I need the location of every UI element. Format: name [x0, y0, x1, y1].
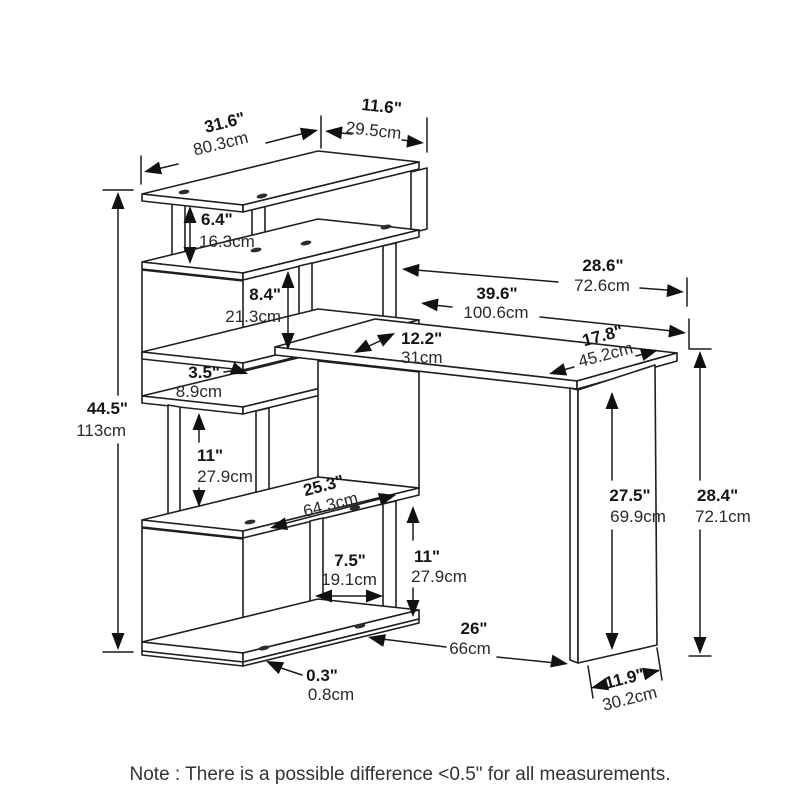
- dim-desk-surface-height: 28.4" 72.1cm: [688, 348, 751, 657]
- dim-swivel-gap: 3.5" 8.9cm: [176, 362, 248, 401]
- dim-knee-space-in: 26": [461, 619, 488, 638]
- dim-top-shelf-depth-in: 11.6": [361, 95, 403, 118]
- dim-top-shelf-depth: 11.6" 29.5cm: [325, 95, 428, 153]
- dim-desk-extension-cm: 72.6cm: [574, 276, 630, 295]
- dim-tier4-height-cm: 27.9cm: [411, 567, 467, 586]
- dim-knee-space-cm: 66cm: [449, 639, 491, 658]
- tier4-supports: [141, 500, 397, 654]
- dim-desk-length-in: 39.6": [476, 284, 517, 303]
- dim-tier1-height-in: 6.4": [201, 210, 233, 229]
- top-shelf-board: [141, 150, 420, 213]
- dim-tier3-height: 11" 27.9cm: [192, 413, 253, 507]
- dim-knee-space: 26" 66cm: [368, 619, 568, 668]
- desk-top: [274, 318, 678, 390]
- dim-shelf-depth-at-desk-in: 12.2": [401, 329, 442, 348]
- dim-post-spacing-cm: 19.1cm: [321, 570, 377, 589]
- dim-tier4-height-in: 11": [414, 547, 440, 566]
- dim-tier3-height-in: 11": [197, 446, 223, 465]
- dim-total-height: 44.5" 113cm: [76, 189, 134, 653]
- dim-desk-surface-height-cm: 72.1cm: [695, 507, 751, 526]
- dim-post-spacing: 7.5" 19.1cm: [315, 551, 383, 603]
- dim-tier4-height: 11" 27.9cm: [406, 506, 467, 617]
- dim-top-shelf-depth-cm: 29.5cm: [345, 118, 402, 143]
- dim-desk-length-cm: 100.6cm: [463, 303, 528, 322]
- dim-desk-extension: 28.6" 72.6cm: [402, 256, 688, 307]
- dim-base-lip-cm: 0.8cm: [308, 685, 354, 704]
- dim-tier3-height-cm: 27.9cm: [197, 467, 253, 486]
- dim-desk-extension-in: 28.6": [582, 256, 623, 275]
- second-shelf-board: [141, 218, 420, 281]
- dim-desk-surface-height-in: 28.4": [697, 486, 738, 505]
- dim-shelf-depth-at-desk: 12.2" 31cm: [354, 329, 443, 367]
- dim-tier1-height-cm: 16.3cm: [199, 232, 255, 251]
- dim-base-lip: 0.3" 0.8cm: [266, 661, 354, 704]
- dim-panel-height-in: 27.5": [609, 486, 650, 505]
- tolerance-note: Note : There is a possible difference <0…: [130, 764, 671, 785]
- dim-total-height-in: 44.5": [87, 399, 128, 418]
- dim-tier2-height-in: 8.4": [249, 285, 281, 304]
- dim-desk-length: 39.6" 100.6cm: [421, 284, 690, 349]
- dim-tier2-height-cm: 21.3cm: [225, 307, 281, 326]
- dim-tier1-height: 6.4" 16.3cm: [183, 206, 255, 264]
- desk-end-panel: [569, 364, 658, 664]
- dim-swivel-gap-in: 3.5": [188, 363, 220, 382]
- dim-total-height-cm: 113cm: [76, 421, 126, 440]
- dim-swivel-gap-cm: 8.9cm: [176, 382, 222, 401]
- dim-panel-height: 27.5" 69.9cm: [605, 392, 666, 650]
- dim-shelf-depth-at-desk-cm: 31cm: [401, 348, 443, 367]
- tier3-right-panel: [317, 360, 420, 489]
- dim-post-spacing-in: 7.5": [334, 551, 366, 570]
- dim-panel-height-cm: 69.9cm: [610, 507, 666, 526]
- tier1-right-panel: [410, 167, 428, 234]
- dim-tier2-height: 8.4" 21.3cm: [225, 271, 295, 350]
- base-board: [141, 598, 420, 667]
- dim-base-lip-in: 0.3": [306, 666, 338, 685]
